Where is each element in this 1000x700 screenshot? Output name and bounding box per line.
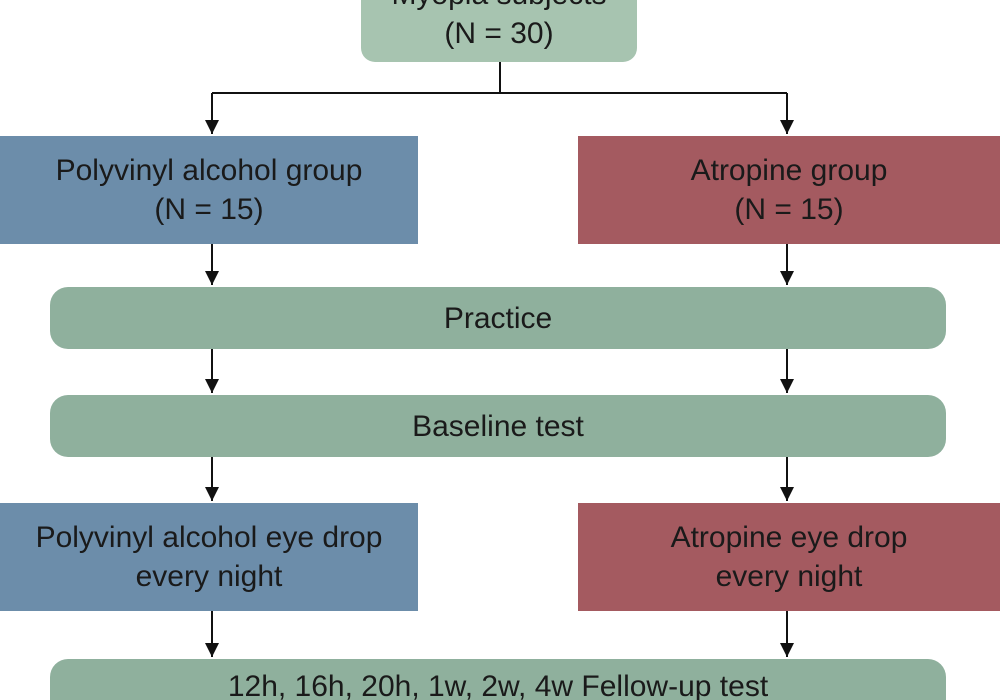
practice-label: Practice <box>443 301 553 335</box>
atropine-eye-drop-line2: every night <box>715 560 863 593</box>
atropine-eye-drop-line1: Atropine eye drop <box>670 521 908 554</box>
polyvinyl-alcohol-group-title: Polyvinyl alcohol group <box>55 154 363 187</box>
myopia-subjects-title: Myopia subjects <box>391 0 606 14</box>
polyvinyl-alcohol-eye-drop-node: Polyvinyl alcohol eye drop every night <box>0 503 418 611</box>
polyvinyl-alcohol-eye-drop-line2: every night <box>135 560 283 593</box>
myopia-subjects-count: (N = 30) <box>444 17 554 50</box>
follow-up-test-node: 12h, 16h, 20h, 1w, 2w, 4w Fellow-up test <box>50 659 946 700</box>
atropine-group-node: Atropine group (N = 15) <box>578 136 1000 244</box>
polyvinyl-alcohol-eye-drop-line1: Polyvinyl alcohol eye drop <box>35 521 383 554</box>
atropine-group-count: (N = 15) <box>734 193 844 226</box>
baseline-test-label: Baseline test <box>412 409 584 443</box>
myopia-subjects-node: Myopia subjects (N = 30) <box>361 0 637 62</box>
atropine-eye-drop-node: Atropine eye drop every night <box>578 503 1000 611</box>
baseline-test-node: Baseline test <box>50 395 946 457</box>
atropine-group-title: Atropine group <box>690 154 888 187</box>
polyvinyl-alcohol-group-count: (N = 15) <box>154 193 264 226</box>
practice-node: Practice <box>50 287 946 349</box>
polyvinyl-alcohol-group-node: Polyvinyl alcohol group (N = 15) <box>0 136 418 244</box>
follow-up-test-label: 12h, 16h, 20h, 1w, 2w, 4w Fellow-up test <box>227 670 769 700</box>
